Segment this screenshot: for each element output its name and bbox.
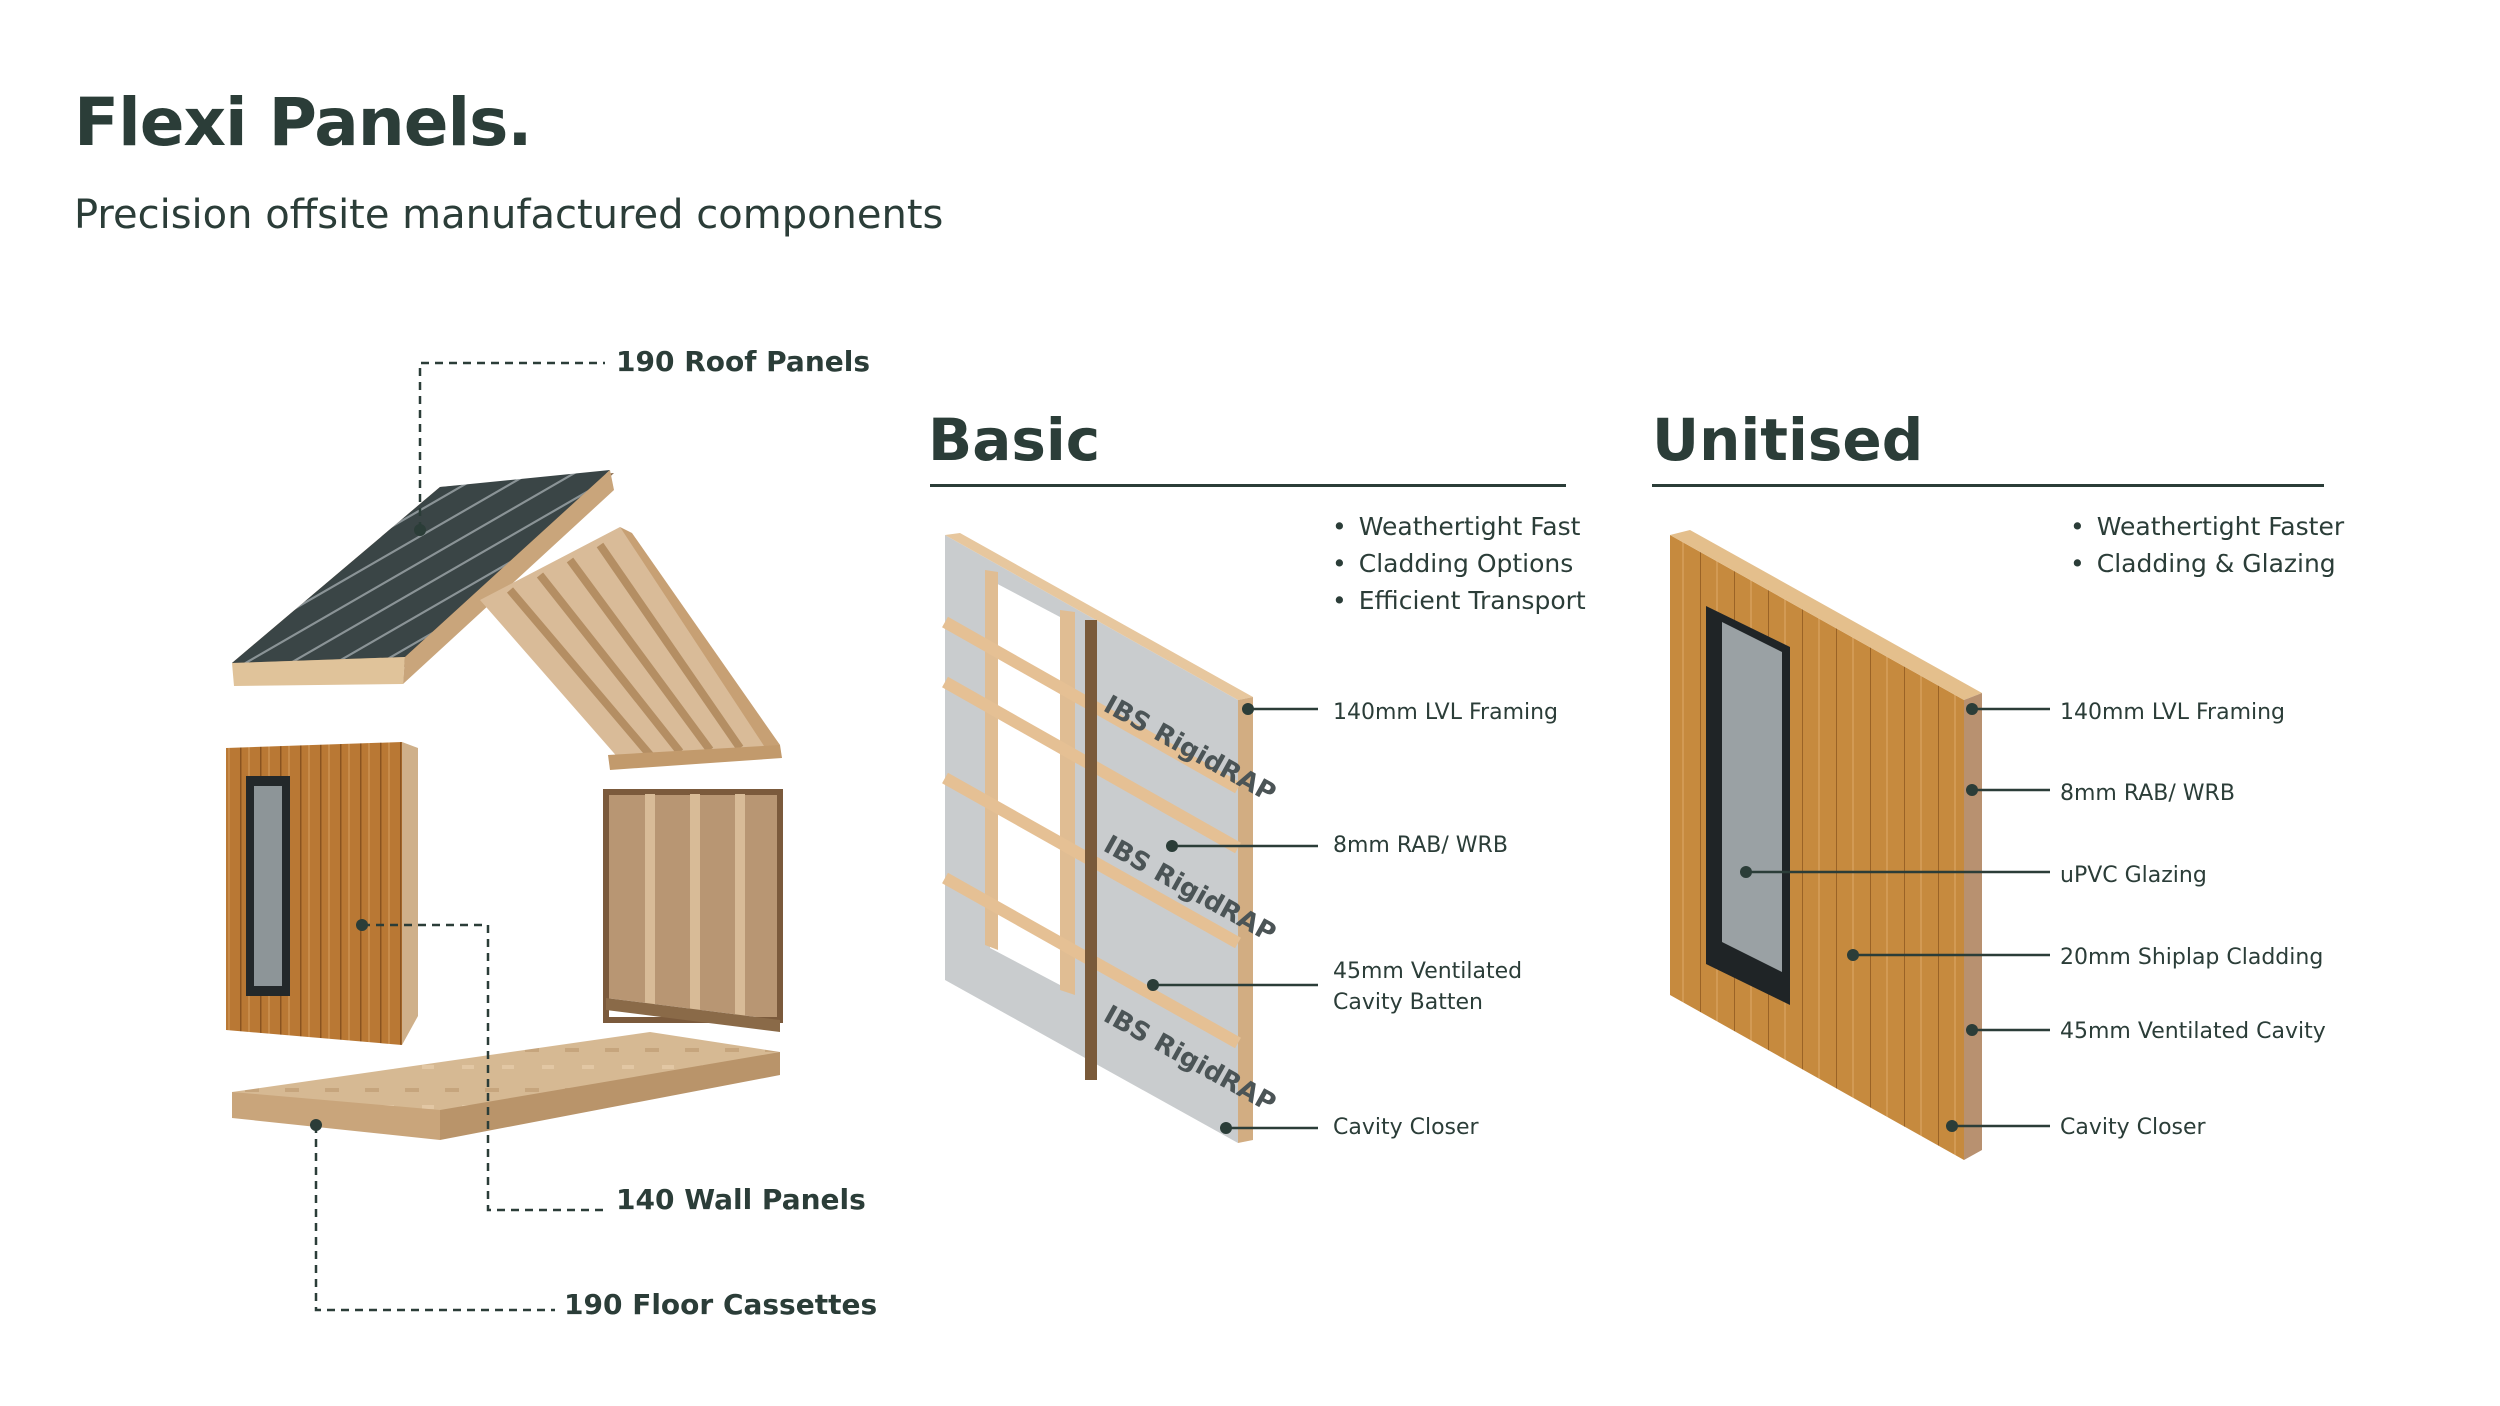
unitised-bullet: Weathertight Faster [2070,508,2344,545]
roof-panel-right [480,527,782,770]
unitised-panel [1670,530,1982,1160]
callout-floor-cassettes: 190 Floor Cassettes [564,1288,878,1321]
floor-leader [314,1125,555,1312]
basic-label-cavity-closer: Cavity Closer [1333,1115,1479,1140]
basic-title: Basic [928,406,1101,474]
unitised-label-rab-wrb: 8mm RAB/ WRB [2060,781,2235,806]
page-title: Flexi Panels. [74,84,533,161]
unitised-label-cavity-closer: Cavity Closer [2060,1115,2206,1140]
unitised-label-shiplap-cladding: 20mm Shiplap Cladding [2060,945,2324,970]
unitised-bullet: Cladding & Glazing [2070,545,2344,582]
roof-panel-left [232,470,614,686]
basic-bullet-list: Weathertight Fast Cladding Options Effic… [1332,508,1586,619]
unitised-bullet-list: Weathertight Faster Cladding & Glazing [2070,508,2344,582]
unitised-label-ventilated-cavity: 45mm Ventilated Cavity [2060,1019,2326,1044]
unitised-divider [1652,484,2324,487]
exploded-house [226,470,783,1140]
basic-label-ventilated-batten: 45mm Ventilated Cavity Batten [1333,956,1522,1018]
wall-panel-frame [603,789,783,1032]
floor-cassette [232,1032,780,1140]
basic-label-line: 45mm Ventilated [1333,959,1523,984]
page-subtitle: Precision offsite manufactured component… [74,192,944,238]
basic-bullet: Weathertight Fast [1332,508,1586,545]
unitised-leaders [1746,707,2050,1128]
house-leaders [314,361,605,1312]
wall-panel-clad [226,742,418,1045]
callout-wall-panels: 140 Wall Panels [616,1183,866,1216]
callout-roof-panels: 190 Roof Panels [616,345,871,378]
basic-label-lvl-framing: 140mm LVL Framing [1333,700,1559,725]
basic-label-rab-wrb: 8mm RAB/ WRB [1333,833,1508,858]
basic-leaders [1153,707,1318,1130]
unitised-title: Unitised [1652,406,1924,474]
unitised-label-lvl-framing: 140mm LVL Framing [2060,700,2286,725]
unitised-label-upvc-glazing: uPVC Glazing [2060,863,2207,888]
basic-divider [930,484,1566,487]
basic-bullet: Efficient Transport [1332,582,1586,619]
basic-label-line: Cavity Batten [1333,990,1483,1015]
basic-panel: IBS RigidRAP IBS RigidRAP IBS RigidRAP [942,533,1281,1143]
basic-bullet: Cladding Options [1332,545,1586,582]
wall-leader [362,923,605,1212]
